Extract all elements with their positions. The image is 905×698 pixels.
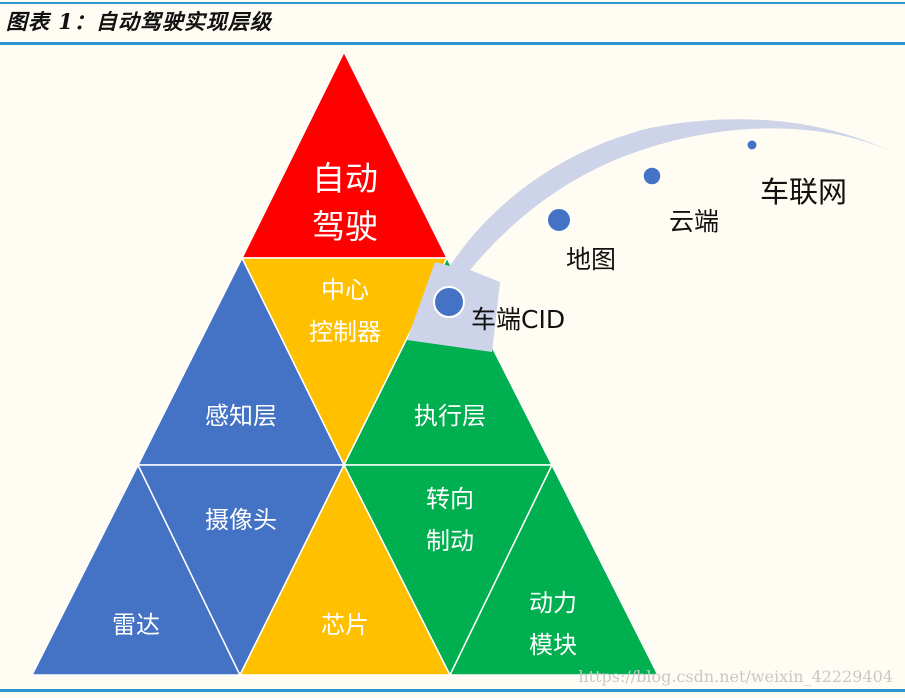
top-label-line1: 自动	[312, 159, 378, 198]
perception-label: 感知层	[205, 402, 277, 430]
top-rule	[0, 2, 905, 4]
chip-label: 芯片	[321, 611, 369, 639]
cid-label: 车端CID	[471, 305, 565, 334]
watermark: https://blog.csdn.net/weixin_42229404	[578, 667, 893, 686]
steering-label-line1: 转向	[426, 485, 474, 513]
cloud-dot	[642, 166, 662, 186]
center-label-line2: 控制器	[309, 318, 381, 346]
steering-label-line2: 制动	[426, 527, 474, 555]
radar-label: 雷达	[112, 611, 160, 639]
power-label-line1: 动力	[529, 589, 577, 617]
execution-label: 执行层	[414, 402, 486, 430]
connectivity-arrow	[407, 119, 898, 352]
vehicle-network-label: 车联网	[760, 175, 847, 209]
map-label: 地图	[566, 245, 616, 274]
cloud-label: 云端	[669, 207, 719, 236]
figure-title: 图表 1：自动驾驶实现层级	[6, 9, 272, 34]
cid-dot	[433, 286, 465, 318]
title-rule	[0, 42, 905, 45]
vehicle-network-dot	[746, 139, 758, 151]
camera-label: 摄像头	[205, 506, 277, 534]
map-dot	[546, 207, 572, 233]
top-label-line2: 驾驶	[312, 207, 378, 246]
bottom-rule	[0, 689, 905, 692]
power-triangle	[448, 463, 660, 676]
center-label-line1: 中心	[321, 276, 369, 304]
power-label-line2: 模块	[529, 631, 577, 659]
